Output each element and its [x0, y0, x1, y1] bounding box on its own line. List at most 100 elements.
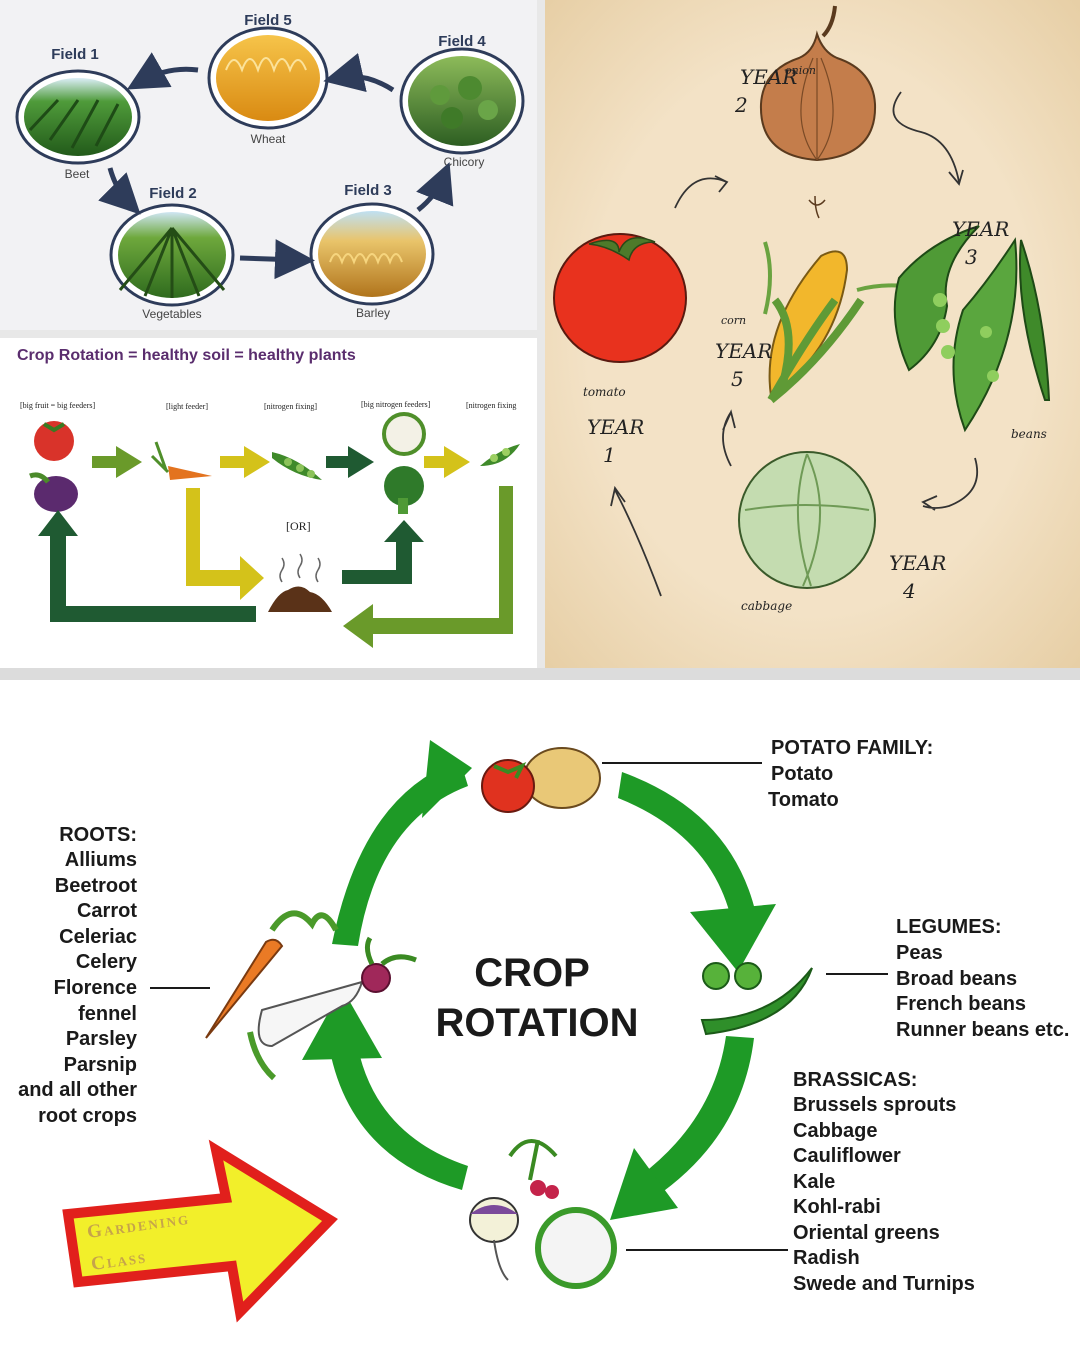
potato-family-list: POTATO FAMILY: Potato Tomato: [768, 737, 933, 811]
crop-title-line1: CROP: [474, 951, 590, 995]
big-nitrogen-feeder-label: [big nitrogen feeders]: [361, 400, 431, 409]
root-item: and all other: [18, 1079, 137, 1101]
cauliflower-broccoli-icon: [382, 412, 426, 514]
field-4-crop-label: Chicory: [444, 155, 485, 169]
nitrogen-fixing-label: [nitrogen fixing]: [264, 402, 317, 411]
compost-pile-icon: [268, 553, 332, 612]
root-item: Celery: [76, 951, 138, 973]
field-2-title: Field 2: [149, 185, 197, 202]
panel-separator-bottom: [0, 668, 1080, 680]
nitrogen-fixing-2-label: [nitrogen fixing: [466, 401, 516, 410]
crop-rotation-diagram: CROP ROTATION POTATO FAMILY: Po: [18, 737, 1069, 1323]
arrow-back-to-compost-icon: [343, 486, 513, 648]
onion-label: onion: [785, 64, 816, 77]
connector-lines: [150, 762, 888, 1251]
big-feeder-label: [big fruit = big feeders]: [20, 401, 95, 410]
root-item: Florence: [54, 977, 137, 999]
arrow-field5-to-field1: [126, 52, 199, 90]
year-2-label: YEAR: [740, 65, 797, 89]
arrow-field4-to-field5: [323, 53, 395, 93]
root-item: root crops: [38, 1105, 137, 1127]
root-item: Alliums: [65, 849, 137, 871]
field-4-node: Field 4 Chicory: [399, 33, 525, 169]
or-label: [OR]: [286, 519, 311, 533]
crop-title-line2: ROTATION: [436, 1001, 639, 1045]
arrow-field3-to-field4: [416, 162, 454, 212]
onion-icon: [759, 5, 877, 219]
root-item: fennel: [78, 1003, 137, 1025]
arrow-to-compost-icon: [186, 488, 264, 600]
arrow-brassicas-to-roots: [328, 1038, 468, 1190]
legume-item: Broad beans: [896, 968, 1017, 990]
brassicas-heading: BRASSICAS:: [793, 1069, 917, 1091]
rotation-arrows: [302, 740, 776, 1220]
cabbage-icon: [738, 451, 876, 589]
field-2-crop-label: Vegetables: [142, 307, 201, 321]
legume-item: Peas: [896, 942, 943, 964]
legume-item: French beans: [896, 993, 1026, 1015]
year-5-number: 5: [731, 367, 744, 391]
pea-pod-2-icon: [480, 444, 520, 466]
field-5-crop-label: Wheat: [251, 132, 286, 146]
roots-list: ROOTS: Alliums Beetroot Carrot Celeriac …: [18, 824, 138, 1127]
feeder-chart-title: Crop Rotation = healthy soil = healthy p…: [17, 347, 356, 364]
arrow-legumes-to-brassicas: [640, 1036, 754, 1198]
gardening-class-badge: Gardening Class: [62, 1139, 338, 1323]
beans-label: beans: [1011, 427, 1047, 441]
field-5-title: Field 5: [244, 12, 292, 29]
brassicas-list: BRASSICAS: Brussels sprouts Cabbage Caul…: [793, 1069, 975, 1295]
brassica-item: Radish: [793, 1247, 860, 1269]
brassica-item: Swede and Turnips: [793, 1273, 975, 1295]
field-5-node: Field 5 Wheat: [207, 12, 329, 146]
field-2-node: Field 2 Vegetables: [109, 185, 235, 321]
root-item: Parsnip: [64, 1054, 137, 1076]
carrot-icon: [150, 441, 212, 480]
arrow-back-to-start-icon: [38, 510, 256, 622]
field-3-node: Field 3 Barley: [309, 182, 435, 320]
year-1-label: YEAR: [587, 415, 644, 439]
field-rotation-panel: Field 5 Wheat Field 4 Chicory Field 1 Be…: [0, 0, 537, 330]
brassica-item: Cabbage: [793, 1120, 877, 1142]
year-3-number: 3: [965, 245, 978, 269]
tomato-potato-icon: [481, 747, 601, 813]
arrow-roots-to-potato: [332, 760, 468, 946]
root-item: Beetroot: [55, 875, 138, 897]
year-2-number: 2: [734, 93, 748, 117]
feeder-rotation-panel: Crop Rotation = healthy soil = healthy p…: [0, 338, 537, 668]
feeder-rotation-diagram: Crop Rotation = healthy soil = healthy p…: [17, 347, 520, 648]
crop-rotation-panel: CROP ROTATION POTATO FAMILY: Po: [0, 680, 1080, 1350]
brassica-item: Oriental greens: [793, 1222, 940, 1244]
field-1-crop-label: Beet: [65, 167, 90, 181]
panel-separator-vertical: [537, 0, 545, 668]
year-5-label: YEAR: [715, 339, 772, 363]
root-item: Celeriac: [59, 926, 137, 948]
arrow-from-compost-icon: [342, 520, 424, 584]
potato-family-heading: POTATO FAMILY:: [771, 737, 933, 759]
arrow-1-icon: [92, 446, 142, 478]
tomato-label: tomato: [583, 385, 626, 399]
field-1-node: Field 1 Beet: [15, 46, 141, 181]
panel-separator-horizontal: [0, 330, 537, 338]
corn-label: corn: [721, 314, 746, 327]
brassica-item: Kohl-rabi: [793, 1196, 881, 1218]
field-rotation-diagram: Field 5 Wheat Field 4 Chicory Field 1 Be…: [15, 12, 525, 321]
arrow-field2-to-field3: [239, 239, 315, 280]
field-3-title: Field 3: [344, 182, 392, 199]
year-4-label: YEAR: [889, 551, 946, 575]
root-item: Parsley: [66, 1028, 138, 1050]
field-3-crop-label: Barley: [356, 306, 390, 320]
arrow-potato-to-legumes: [618, 772, 756, 914]
brassica-item: Kale: [793, 1171, 835, 1193]
year-4-number: 4: [902, 579, 916, 603]
root-item: Carrot: [77, 900, 137, 922]
brassica-item: Cauliflower: [793, 1145, 901, 1167]
legumes-heading: LEGUMES:: [896, 916, 1002, 938]
brassica-item: Brussels sprouts: [793, 1094, 956, 1116]
tomato-icon: [553, 233, 687, 363]
year-1-number: 1: [603, 443, 616, 467]
legume-item: Runner beans etc.: [896, 1019, 1069, 1041]
tomato-eggplant-icon: [29, 421, 78, 512]
year-3-label: YEAR: [952, 217, 1009, 241]
cabbage-label: cabbage: [741, 599, 792, 613]
potato-item: Potato: [771, 763, 833, 785]
